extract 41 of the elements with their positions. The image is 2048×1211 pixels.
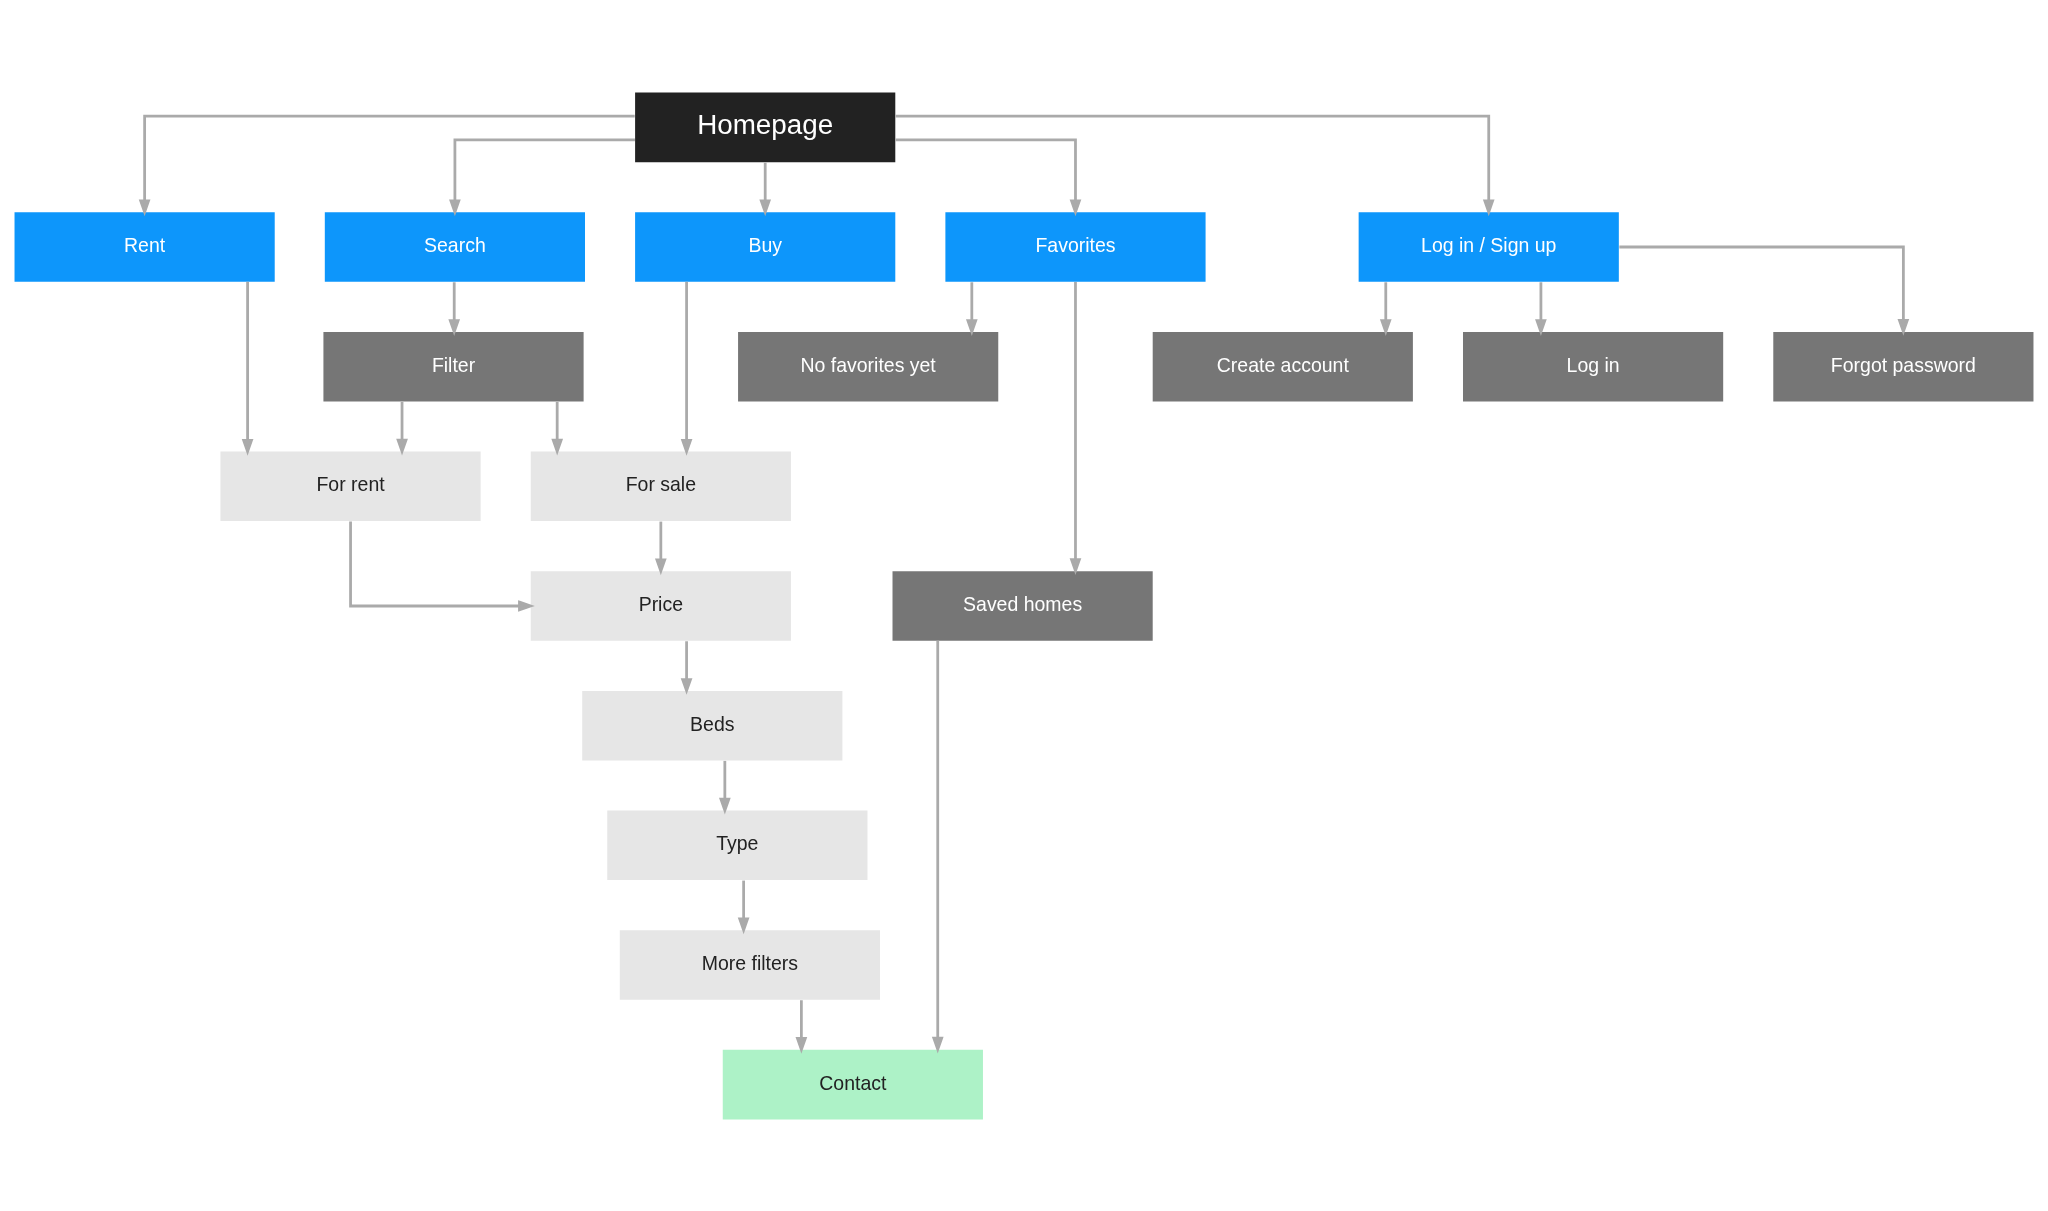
- node-box: For sale: [530, 451, 791, 521]
- arrow: [1069, 281, 1082, 575]
- arrow: [1619, 245, 1910, 336]
- arrow: [680, 640, 693, 695]
- arrow: [1535, 281, 1547, 336]
- arrow: [551, 401, 564, 456]
- node-box: Favorites: [945, 211, 1206, 282]
- node-box: More filters: [619, 929, 880, 1000]
- arrow: [795, 999, 808, 1054]
- arrow: [895, 114, 1495, 216]
- node-box: For rent: [220, 451, 481, 521]
- arrow: [737, 880, 750, 934]
- node-box: Log in: [1463, 331, 1724, 401]
- arrow: [449, 138, 635, 216]
- node-box: Saved homes: [892, 570, 1153, 641]
- node-box: Create account: [1152, 331, 1413, 401]
- arrow: [895, 138, 1082, 216]
- node-box: Log in / Sign up: [1358, 211, 1619, 282]
- node-box: Forgot password: [1773, 331, 2034, 401]
- arrow: [241, 281, 254, 456]
- arrow: [719, 760, 731, 815]
- node-box: Homepage: [635, 92, 896, 162]
- node-box: Beds: [582, 690, 843, 760]
- arrow: [349, 521, 535, 612]
- arrow: [396, 401, 408, 456]
- arrow: [138, 114, 635, 216]
- node-box: Search: [324, 211, 585, 282]
- node-box: Filter: [323, 331, 584, 401]
- node-box: No favorites yet: [738, 331, 999, 401]
- arrow: [1379, 281, 1392, 336]
- node-box: Rent: [14, 211, 275, 282]
- arrow: [965, 281, 978, 336]
- node-box: Contact: [722, 1049, 983, 1119]
- arrow: [655, 521, 667, 575]
- arrow: [448, 281, 461, 336]
- arrow: [931, 640, 944, 1054]
- arrow: [759, 162, 772, 216]
- node-box: Type: [607, 810, 868, 880]
- node-box: Buy: [635, 211, 896, 282]
- arrow: [680, 281, 693, 456]
- node-box: Price: [530, 570, 791, 641]
